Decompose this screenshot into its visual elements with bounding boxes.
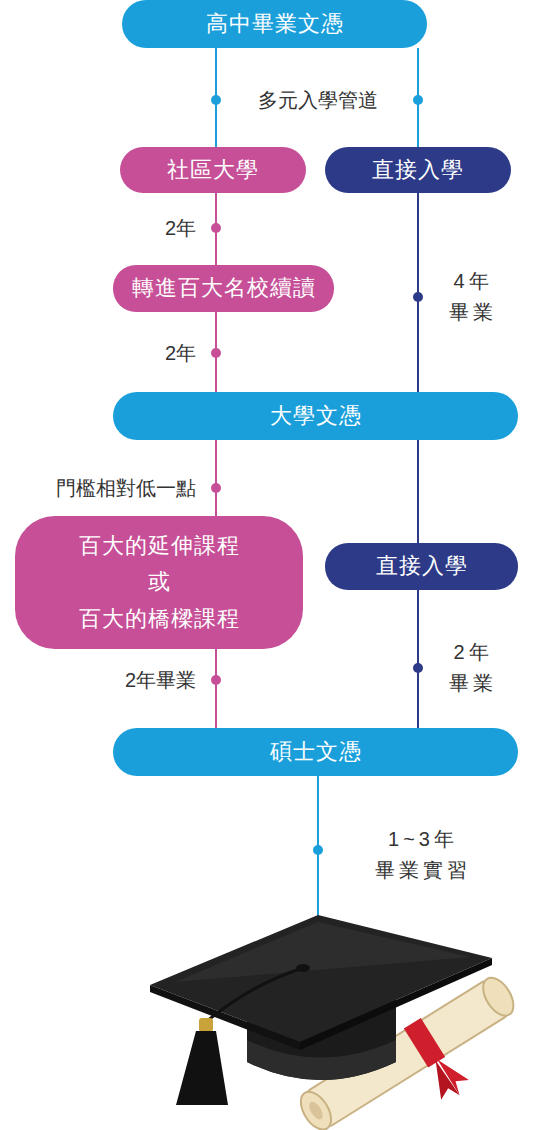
cap-button	[296, 964, 310, 972]
timeline-dot	[313, 845, 323, 855]
node-label: 大學文憑	[270, 403, 362, 429]
timeline-dot	[413, 292, 423, 302]
duration-label: 2年畢業	[125, 665, 196, 696]
node-label: 直接入學	[376, 553, 468, 579]
timeline-dot	[211, 675, 221, 685]
stage-pill: 直接入學	[325, 147, 511, 193]
stage-pill: 直接入學	[325, 543, 518, 590]
duration-label: 2年	[165, 213, 196, 244]
timeline-dot	[413, 663, 423, 673]
leader-line	[317, 776, 319, 925]
node-label: 社區大學	[167, 157, 259, 183]
connector-line	[215, 440, 217, 516]
timeline-dot	[413, 95, 423, 105]
connector-line	[215, 649, 217, 728]
diploma-scroll	[294, 971, 542, 1130]
tassel-knot	[199, 1018, 213, 1032]
duration-label: 4年 畢業	[438, 266, 508, 328]
node-label: 轉進百大名校續讀	[132, 275, 316, 301]
pathway-note: 多元入學管道	[233, 85, 403, 116]
cap-board	[150, 915, 492, 1042]
duration-label: 2年	[165, 338, 196, 369]
node-label: 碩士文憑	[270, 739, 362, 765]
timeline-dot	[211, 95, 221, 105]
node-label: 百大的延伸課程 或 百大的橋樑課程	[73, 528, 245, 637]
node-label: 高中畢業文憑	[206, 11, 344, 37]
stage-pill: 高中畢業文憑	[122, 0, 427, 48]
duration-label: 1~3年 畢業實習	[358, 824, 488, 886]
timeline-dot	[211, 483, 221, 493]
stage-pill: 碩士文憑	[113, 728, 518, 776]
tassel-cord	[206, 968, 303, 1022]
cap-skull	[247, 990, 396, 1080]
connector-line	[417, 48, 419, 147]
connector-line	[417, 193, 419, 392]
connector-line	[417, 440, 419, 543]
stage-pill: 轉進百大名校續讀	[113, 265, 334, 312]
connector-line	[417, 590, 419, 728]
stage-pill: 社區大學	[120, 147, 306, 193]
connector-line	[215, 193, 217, 265]
timeline-dot	[211, 223, 221, 233]
duration-label: 2年 畢業	[438, 637, 508, 699]
tassel	[176, 1031, 228, 1105]
connector-line	[215, 48, 217, 147]
node-label: 直接入學	[372, 157, 464, 183]
program-box: 百大的延伸課程 或 百大的橋樑課程	[15, 516, 303, 649]
stage-pill: 大學文憑	[113, 392, 518, 440]
duration-label: 門檻相對低一點	[56, 473, 196, 504]
connector-line	[215, 312, 217, 392]
timeline-dot	[211, 348, 221, 358]
